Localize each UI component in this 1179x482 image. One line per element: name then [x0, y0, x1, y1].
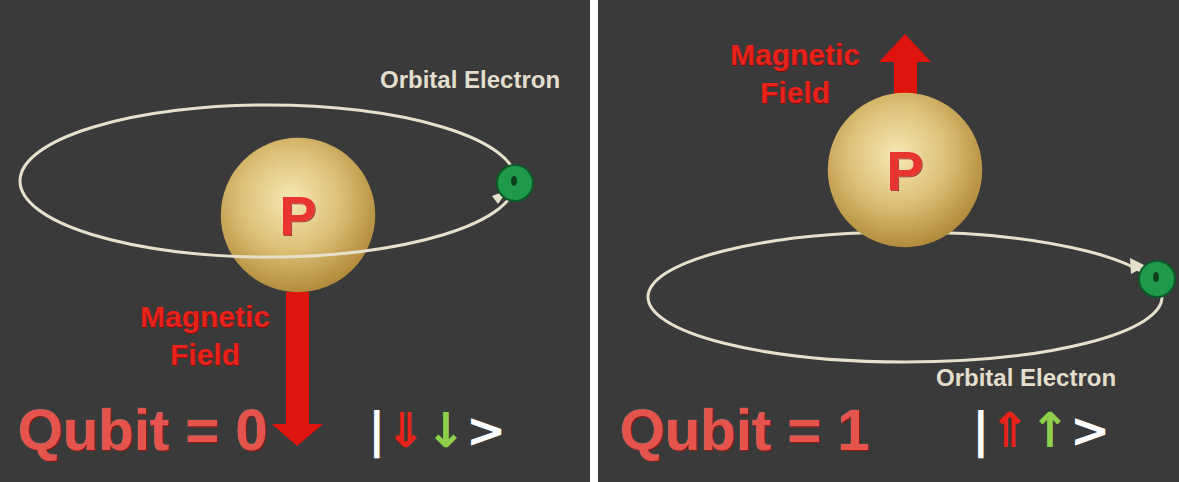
ket-bracket: > [1070, 402, 1110, 458]
field-arrow-head [879, 34, 931, 62]
spin-arrow: ↑ [1030, 402, 1070, 458]
electron [1139, 261, 1175, 297]
ket-notation: |⇑↑> [972, 402, 1110, 458]
spin-arrow: ⇑ [990, 402, 1030, 458]
electron-mark [1153, 272, 1159, 282]
nucleus-fill [221, 138, 375, 292]
nucleus-letter: P [886, 138, 923, 203]
orbit-arrowhead [492, 190, 508, 204]
orbit-label: Orbital Electron [936, 364, 1116, 392]
nucleus-node: P [827, 92, 983, 248]
qubit-value: Qubit = 0 [18, 396, 268, 463]
qubit-value: Qubit = 1 [620, 396, 870, 463]
field-label: Magnetic Field [720, 36, 870, 111]
ket-bracket: | [368, 402, 386, 458]
orbit-label: Orbital Electron [380, 66, 560, 94]
field-arrow-shaft [286, 292, 309, 426]
nucleus-letter: P [279, 183, 316, 248]
ket-bracket: | [972, 402, 990, 458]
spin-arrow: ⇓ [386, 402, 426, 458]
orbit-arrowhead [1130, 258, 1146, 274]
nucleus-fill [828, 93, 982, 247]
field-arrow-head [272, 424, 323, 446]
ket-notation: |⇓↓> [368, 402, 506, 458]
electron-mark [511, 176, 517, 186]
electron [497, 165, 533, 201]
spin-arrow: ↓ [426, 402, 466, 458]
ket-bracket: > [466, 402, 506, 458]
orbit-path [648, 232, 1162, 362]
orbit-path [20, 105, 516, 257]
nucleus-node: P [220, 137, 376, 293]
field-arrow-shaft [894, 58, 917, 98]
field-label: Magnetic Field [130, 298, 280, 373]
